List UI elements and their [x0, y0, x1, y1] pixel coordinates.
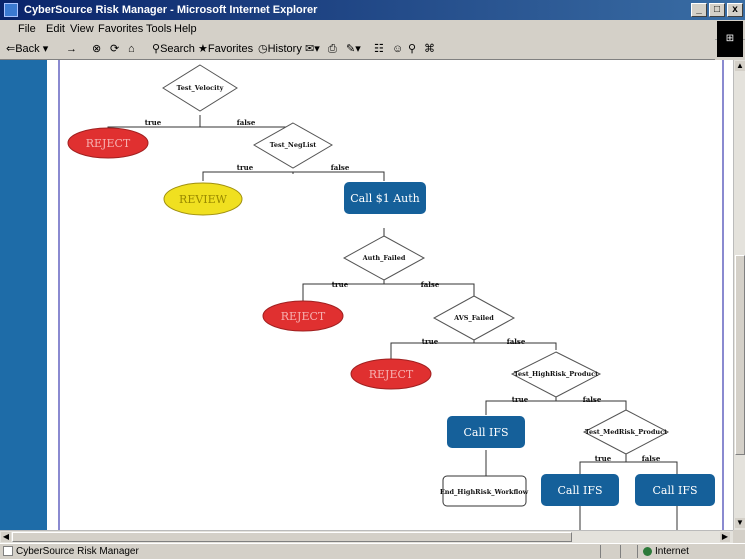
edge-label: false [583, 395, 602, 404]
status-divider [637, 545, 638, 558]
favorites-button[interactable]: ★Favorites [198, 43, 254, 55]
favorites-label: Favorites [207, 43, 254, 55]
decision-test-neglist[interactable] [252, 122, 334, 169]
window-titlebar: CyberSource Risk Manager - Microsoft Int… [0, 0, 745, 20]
review-label: REVIEW [179, 193, 228, 206]
decision-label: Test_HighRisk_Product [514, 370, 598, 378]
reject-node[interactable] [350, 358, 432, 390]
reject-node[interactable] [67, 127, 149, 159]
status-text: CyberSource Risk Manager [16, 546, 139, 557]
back-label: Back [15, 43, 40, 55]
review-node[interactable] [163, 182, 243, 216]
decision-test-highrisk-product[interactable] [510, 351, 602, 398]
menu-favorites[interactable]: Favorites [98, 23, 144, 35]
call-ifs-node[interactable] [635, 474, 715, 506]
search-button[interactable]: ⚲Search [152, 43, 195, 55]
reject-label: REJECT [281, 310, 326, 323]
menu-bar: File Edit View Favorites Tools Help [0, 20, 745, 40]
maximize-button[interactable]: □ [709, 3, 725, 17]
status-divider [620, 545, 621, 558]
forward-button[interactable]: → [66, 43, 77, 55]
edge-label: false [331, 163, 350, 172]
edge-label: true [512, 395, 529, 404]
scroll-down-icon[interactable]: ▼ [735, 518, 745, 528]
frame-border-right [722, 60, 724, 530]
call-ifs-label: Call IFS [652, 484, 697, 497]
page-content: true false true false true false true fa… [0, 60, 733, 530]
menu-view[interactable]: View [70, 23, 94, 35]
vertical-scroll-thumb[interactable] [735, 255, 745, 455]
edge-label: true [422, 337, 439, 346]
discuss-icon[interactable]: ☷ [374, 43, 384, 55]
reject-node[interactable] [262, 300, 344, 332]
left-sidebar [0, 60, 47, 530]
window-title: CyberSource Risk Manager - Microsoft Int… [24, 4, 318, 16]
edge-label: true [145, 118, 162, 127]
status-bar: CyberSource Risk Manager Internet [0, 543, 745, 559]
reject-label: REJECT [369, 368, 414, 381]
edit-icon[interactable]: ✎▾ [346, 43, 361, 55]
decision-label: Auth_Failed [362, 254, 406, 262]
end-highrisk-node[interactable] [442, 475, 527, 507]
scroll-left-icon[interactable]: ◀ [1, 532, 11, 542]
menu-tools[interactable]: Tools [146, 23, 172, 35]
call-ifs-label: Call IFS [557, 484, 602, 497]
decision-label: AVS_Failed [453, 314, 494, 322]
ie-icon [4, 3, 18, 17]
horizontal-scrollbar[interactable]: ◀ ▶ [0, 530, 733, 543]
decision-test-medrisk-product[interactable] [582, 409, 670, 455]
decision-label: Test_MedRisk_Product [585, 428, 667, 436]
edge-label: false [642, 454, 661, 463]
edge-label: true [332, 280, 349, 289]
history-button[interactable]: ◷History [258, 43, 302, 55]
call-auth-label: Call $1 Auth [350, 192, 420, 205]
decision-label: Test_Velocity [177, 84, 224, 92]
stop-icon[interactable]: ⊗ [92, 43, 102, 55]
menu-file[interactable]: File [18, 23, 36, 35]
media-icon[interactable]: ⌘ [424, 43, 435, 55]
messenger-icon[interactable]: ☺ [392, 43, 404, 55]
security-zone-label: Internet [655, 546, 689, 557]
minimize-button[interactable]: _ [691, 3, 707, 17]
scroll-right-icon[interactable]: ▶ [720, 532, 730, 542]
edge-label: true [595, 454, 612, 463]
menu-edit[interactable]: Edit [46, 23, 65, 35]
print-icon[interactable]: ⎙ [328, 43, 337, 55]
decision-test-velocity[interactable] [162, 64, 238, 112]
search-label: Search [160, 43, 195, 55]
history-label: History [267, 43, 302, 55]
home-icon[interactable]: ⌂ [128, 43, 135, 55]
frame-border-left [58, 60, 60, 530]
call-ifs-label: Call IFS [463, 426, 508, 439]
edge-label: false [421, 280, 440, 289]
internet-zone-icon [643, 547, 652, 556]
toolbar: ⇐Back ▾ → ⊗ ⟳ ⌂ ⚲Search ★Favorites ◷Hist… [0, 39, 715, 60]
research-icon[interactable]: ⚲ [408, 43, 417, 55]
reject-label: REJECT [86, 137, 131, 150]
scroll-up-icon[interactable]: ▲ [735, 61, 745, 71]
menu-help[interactable]: Help [174, 23, 197, 35]
windows-logo: ⊞ [717, 21, 743, 57]
end-highrisk-label: End_HighRisk_Workflow [440, 488, 529, 496]
page-icon [3, 546, 13, 556]
mail-icon[interactable]: ✉▾ [305, 43, 320, 55]
edge-label: true [237, 163, 254, 172]
call-ifs-node[interactable] [447, 416, 525, 448]
close-button[interactable]: x [727, 3, 743, 17]
vertical-scrollbar[interactable]: ▲ ▼ [733, 60, 745, 530]
decision-avs-failed[interactable] [432, 295, 516, 341]
refresh-icon[interactable]: ⟳ [110, 43, 120, 55]
decision-auth-failed[interactable] [342, 235, 426, 281]
decision-label: Test_NegList [270, 141, 316, 149]
call-ifs-node[interactable] [541, 474, 619, 506]
edge-label: false [237, 118, 256, 127]
status-divider [600, 545, 601, 558]
edge-label: false [507, 337, 526, 346]
workflow-diagram: true false true false true false true fa… [67, 64, 715, 530]
horizontal-scroll-thumb[interactable] [12, 532, 572, 542]
back-button[interactable]: ⇐Back ▾ [6, 43, 49, 55]
call-auth-node[interactable] [344, 182, 426, 214]
